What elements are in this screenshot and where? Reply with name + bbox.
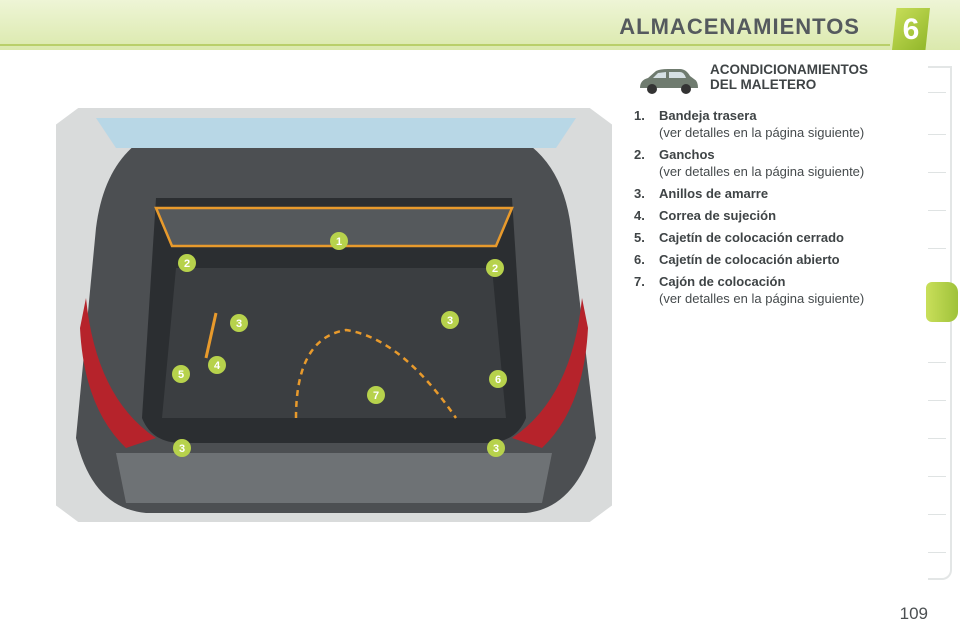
svg-text:7: 7 bbox=[373, 390, 379, 402]
callout-2-left: 2 bbox=[178, 254, 196, 272]
svg-text:3: 3 bbox=[179, 443, 185, 455]
list-item: 5. Cajetín de colocación cerrado bbox=[634, 230, 924, 245]
rear-window bbox=[96, 118, 576, 148]
item-detail: (ver detalles en la página siguiente) bbox=[659, 125, 865, 140]
list-item: 2. Ganchos (ver detalles en la página sig… bbox=[634, 147, 924, 179]
callout-4: 4 bbox=[208, 356, 226, 374]
item-title: Bandeja trasera bbox=[659, 108, 757, 123]
chapter-tab-active[interactable] bbox=[926, 282, 958, 322]
callout-3-right-lower: 3 bbox=[487, 439, 505, 457]
callout-7: 7 bbox=[367, 386, 385, 404]
section-title-line1: ACONDICIONAMIENTOS bbox=[710, 62, 869, 77]
item-title: Cajón de colocación bbox=[659, 274, 786, 289]
item-title: Cajetín de colocación cerrado bbox=[659, 230, 844, 245]
item-title: Anillos de amarre bbox=[659, 186, 769, 201]
item-detail: (ver detalles en la página siguiente) bbox=[659, 291, 865, 306]
item-number: 7. bbox=[634, 274, 645, 289]
chapter-tab[interactable] bbox=[928, 400, 946, 401]
item-list: 1. Bandeja trasera (ver detalles en la pá… bbox=[634, 108, 924, 313]
section-title: ACONDICIONAMIENTOS DEL MALETERO bbox=[710, 62, 920, 92]
section-title-line2: DEL MALETERO bbox=[710, 77, 817, 92]
header-rule bbox=[0, 44, 890, 46]
svg-text:2: 2 bbox=[492, 263, 498, 275]
svg-text:4: 4 bbox=[214, 360, 221, 372]
list-item: 6. Cajetín de colocación abierto bbox=[634, 252, 924, 267]
chapter-tab[interactable] bbox=[928, 438, 946, 439]
tail-light-left bbox=[80, 298, 156, 448]
header-band bbox=[0, 0, 960, 50]
chapter-tab[interactable] bbox=[928, 210, 946, 211]
item-number: 2. bbox=[634, 147, 645, 162]
chapter-tab[interactable] bbox=[928, 248, 946, 249]
chapter-tab[interactable] bbox=[928, 92, 946, 93]
parcel-shelf-outline bbox=[154, 206, 514, 248]
boot-floor bbox=[162, 268, 506, 418]
boot-illustration: 1 2 2 3 3 3 3 4 5 6 7 bbox=[56, 108, 612, 522]
chapter-tab[interactable] bbox=[928, 362, 946, 363]
chapter-tab[interactable] bbox=[928, 514, 946, 515]
callout-2-right: 2 bbox=[486, 259, 504, 277]
callout-5: 5 bbox=[172, 365, 190, 383]
tail-light-right bbox=[512, 298, 588, 448]
callout-3-right-upper: 3 bbox=[441, 311, 459, 329]
chapter-tab[interactable] bbox=[928, 476, 946, 477]
callout-1: 1 bbox=[330, 232, 348, 250]
item-number: 3. bbox=[634, 186, 645, 201]
list-item: 4. Correa de sujeción bbox=[634, 208, 924, 223]
svg-text:6: 6 bbox=[495, 374, 501, 386]
list-item: 3. Anillos de amarre bbox=[634, 186, 924, 201]
list-item: 1. Bandeja trasera (ver detalles en la pá… bbox=[634, 108, 924, 140]
item-number: 5. bbox=[634, 230, 645, 245]
svg-text:3: 3 bbox=[236, 318, 242, 330]
item-number: 4. bbox=[634, 208, 645, 223]
boot-drawing: 1 2 2 3 3 3 3 4 5 6 7 bbox=[76, 118, 596, 513]
callout-3-left-upper: 3 bbox=[230, 314, 248, 332]
item-number: 6. bbox=[634, 252, 645, 267]
strap-outline bbox=[204, 312, 218, 359]
storage-box-outline bbox=[294, 328, 458, 419]
chapter-tab[interactable] bbox=[928, 172, 946, 173]
item-title: Cajetín de colocación abierto bbox=[659, 252, 840, 267]
chapter-tab[interactable] bbox=[928, 134, 946, 135]
chapter-number-badge: 6 bbox=[892, 8, 930, 50]
chapter-title: ALMACENAMIENTOS bbox=[619, 14, 860, 39]
list-item: 7. Cajón de colocación (ver detalles en l… bbox=[634, 274, 924, 306]
svg-text:2: 2 bbox=[184, 258, 190, 270]
chapter-tab-strip bbox=[928, 66, 952, 580]
item-number: 1. bbox=[634, 108, 645, 123]
chapter-tab[interactable] bbox=[928, 552, 946, 553]
item-title: Correa de sujeción bbox=[659, 208, 777, 223]
svg-text:3: 3 bbox=[447, 315, 453, 327]
bumper bbox=[116, 453, 552, 503]
svg-text:3: 3 bbox=[493, 443, 499, 455]
svg-text:1: 1 bbox=[336, 236, 342, 248]
item-title: Ganchos bbox=[659, 147, 715, 162]
car-icon bbox=[640, 69, 698, 94]
callout-3-left-lower: 3 bbox=[173, 439, 191, 457]
page-number: 109 bbox=[899, 604, 928, 623]
callout-6: 6 bbox=[489, 370, 507, 388]
item-detail: (ver detalles en la página siguiente) bbox=[659, 164, 865, 179]
svg-text:5: 5 bbox=[178, 369, 184, 381]
